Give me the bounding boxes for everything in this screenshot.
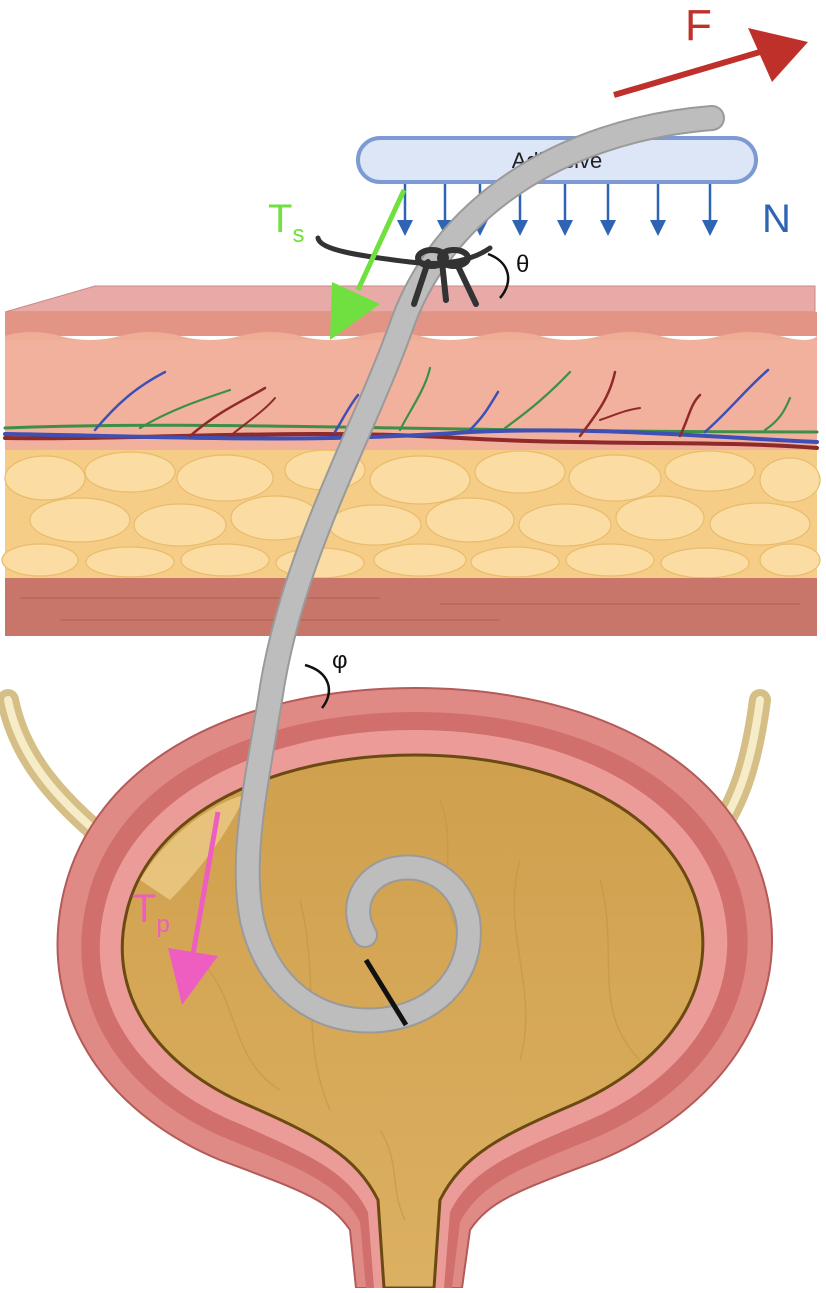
phi-angle-arc bbox=[304, 663, 331, 709]
phi-label: φ bbox=[332, 647, 348, 674]
fat-cells bbox=[1, 449, 821, 579]
left-ureter-highlight bbox=[4, 696, 104, 839]
suture-knot-icon bbox=[411, 247, 479, 307]
muscle-layer bbox=[5, 578, 817, 636]
normal-force-arrow-icon bbox=[600, 184, 616, 236]
theta-label: θ bbox=[516, 251, 529, 278]
pigtail-tension-label: Tp bbox=[132, 887, 170, 938]
normal-force-label: N bbox=[762, 197, 791, 241]
vein bbox=[3, 428, 819, 444]
force-label: F bbox=[685, 1, 712, 50]
suture-tension-label: Ts bbox=[268, 197, 304, 248]
normal-force-arrow-icon bbox=[702, 184, 718, 236]
suture-tension-arrow-icon bbox=[330, 188, 407, 340]
urine-texture bbox=[199, 799, 641, 1221]
vessel-network bbox=[3, 366, 819, 450]
normal-force-arrow-icon bbox=[557, 184, 573, 236]
pigtail-tension-arrow-icon bbox=[168, 811, 221, 1005]
normal-force-arrow-icon bbox=[397, 184, 413, 236]
normal-force-arrow-icon bbox=[650, 184, 666, 236]
pigtail-lock-line bbox=[363, 958, 409, 1027]
left-ureter bbox=[0, 689, 111, 846]
force-arrow-icon bbox=[613, 28, 808, 98]
theta-angle-arc bbox=[487, 252, 510, 299]
